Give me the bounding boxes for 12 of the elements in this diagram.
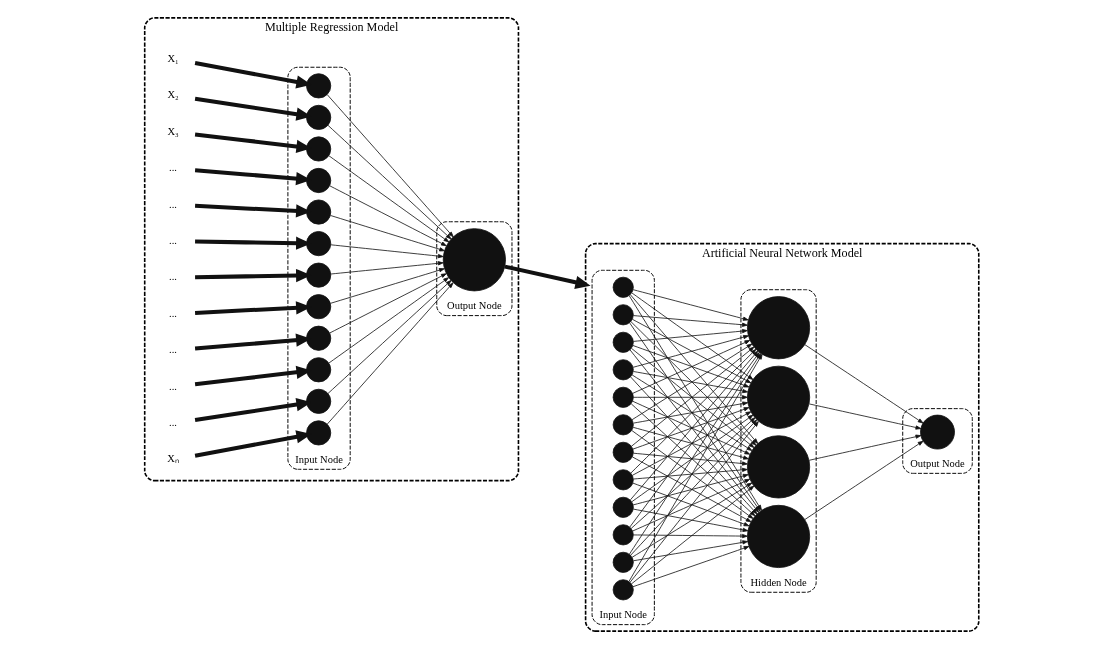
node-text: ...: [169, 198, 177, 210]
node-text: ...: [169, 416, 177, 428]
node-text: ...: [169, 307, 177, 319]
node-text: X₃: [167, 125, 179, 137]
node-text: ...: [169, 380, 177, 392]
node-text: X₂: [167, 89, 179, 101]
node-text: Xₙ: [167, 453, 179, 465]
node-text: X₁: [167, 52, 179, 64]
node-text: ...: [169, 234, 177, 246]
node-text: ...: [169, 271, 177, 283]
node-text: ...: [169, 162, 177, 174]
node-text: ...: [169, 344, 177, 356]
